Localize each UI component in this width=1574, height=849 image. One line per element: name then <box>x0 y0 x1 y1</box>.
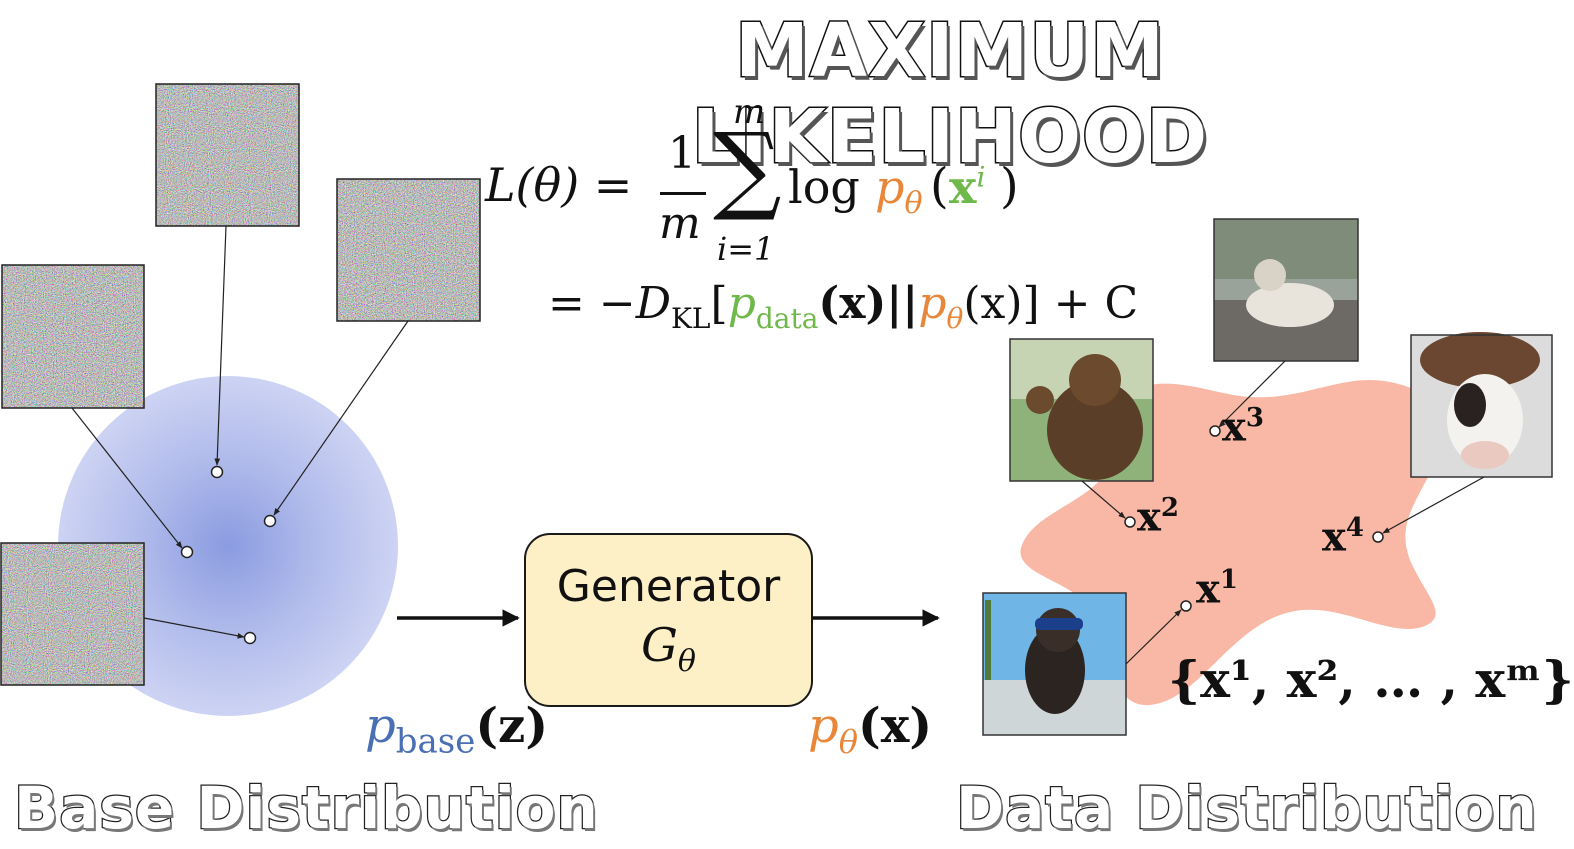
equation-theta-sub: θ <box>904 186 923 222</box>
latent-point-4 <box>243 631 257 645</box>
base-distribution-symbol: pbase(z) <box>365 698 548 762</box>
noise-arrow-2 <box>273 320 409 516</box>
equation-mid: (x)|| <box>818 278 919 329</box>
base-arg: (z) <box>475 698 549 754</box>
equation-lhs: L(θ) = <box>485 158 633 212</box>
sample-point-4 <box>1372 531 1384 543</box>
noise-image-2 <box>336 178 481 322</box>
noise-arrow-3 <box>71 407 183 549</box>
latent-point-1 <box>210 465 224 479</box>
equation-sum-lower: i=1 <box>717 230 775 268</box>
generator-symbol-main: G <box>641 618 678 672</box>
equation-open-paren: ( <box>930 158 949 214</box>
sample-point-1 <box>1180 600 1192 612</box>
equation-p: p <box>875 160 905 214</box>
x4-base: x <box>1322 513 1346 561</box>
equation-p-theta-2: pθ <box>918 278 963 335</box>
equation-p-data-letter: p <box>727 278 756 329</box>
bear-photo <box>1009 338 1154 482</box>
equation-data-sub: data <box>755 301 819 335</box>
base-p: p <box>365 698 396 754</box>
equation-tail: (x)] + C <box>963 278 1139 329</box>
equation-sup-i: i <box>976 160 986 194</box>
equation-sum-symbol: ∑ <box>713 112 782 224</box>
latent-point-2 <box>263 514 277 528</box>
equation-p-data: pdata <box>727 278 819 335</box>
equation-x: x <box>949 160 977 214</box>
noise-image-4 <box>0 542 145 686</box>
dog-photo <box>982 592 1127 736</box>
equation-log: log <box>788 160 860 214</box>
equation-close-paren: ) <box>1000 158 1019 214</box>
noise-image-3 <box>1 264 145 409</box>
equation-line-2: = −DKL[pdata(x)||pθ(x)] + C <box>548 278 1208 342</box>
x4-sup: 4 <box>1345 513 1364 543</box>
noise-arrow-4 <box>143 617 245 639</box>
sample-point-3 <box>1209 425 1221 437</box>
sample-label-x2: x2 <box>1137 493 1179 540</box>
page-title: MAXIMUM LIKELIHOOD <box>690 7 1209 182</box>
noise-image-1 <box>155 83 300 227</box>
equation-frac-bar <box>660 192 706 195</box>
equation-line-1: L(θ) = 1 m m ∑ i=1 log pθ ( xi ) <box>485 92 1045 280</box>
model-sub: θ <box>838 722 858 761</box>
x1-sup: 1 <box>1219 565 1238 595</box>
equation-p-theta: pθ <box>875 160 923 221</box>
noise-arrow-1 <box>214 225 227 466</box>
equation-sum-upper: m <box>733 92 766 132</box>
photo-arrow-cow <box>1382 476 1485 534</box>
x1-base: x <box>1196 565 1220 613</box>
generator-box: Generator Gθ <box>524 533 813 707</box>
photo-arrow-bear <box>1081 480 1126 519</box>
cow-photo <box>1410 332 1553 478</box>
photo-arrow-dog <box>1125 609 1182 665</box>
sample-label-x3: x3 <box>1222 403 1264 450</box>
sample-label-x4: x4 <box>1322 513 1364 560</box>
sample-set: {x¹, x², … , xᵐ} <box>1168 650 1574 709</box>
x3-base: x <box>1222 403 1246 451</box>
generator-symbol-sub: θ <box>677 644 696 680</box>
x3-sup: 3 <box>1245 403 1264 433</box>
equation-frac-num: 1 <box>668 128 696 179</box>
sample-label-x1: x1 <box>1196 565 1238 612</box>
model-arg: (x) <box>858 698 933 754</box>
base-sub: base <box>395 721 476 762</box>
equation-kl: KL <box>671 301 711 335</box>
equation-x-i: xi <box>949 160 985 214</box>
equation-frac-den: m <box>659 198 701 249</box>
latent-point-3 <box>180 545 194 559</box>
equation-lbracket: [ <box>710 278 728 329</box>
model-distribution-symbol: pθ(x) <box>808 698 932 761</box>
photo-arrow-cat <box>1218 360 1286 428</box>
base-distribution-label: Base Distribution <box>13 773 599 844</box>
generator-label: Generator <box>556 561 781 612</box>
sample-point-2 <box>1124 516 1136 528</box>
generator-symbol: Gθ <box>526 618 811 679</box>
x2-base: x <box>1137 493 1161 541</box>
equation-p-2: p <box>918 278 947 329</box>
data-distribution-label: Data Distribution <box>955 773 1538 844</box>
model-p: p <box>808 698 839 754</box>
x2-sup: 2 <box>1160 493 1179 523</box>
equation-theta-sub-2: θ <box>946 301 964 335</box>
equation-neg-d: = −D <box>548 278 671 329</box>
cat-photo <box>1213 218 1359 362</box>
